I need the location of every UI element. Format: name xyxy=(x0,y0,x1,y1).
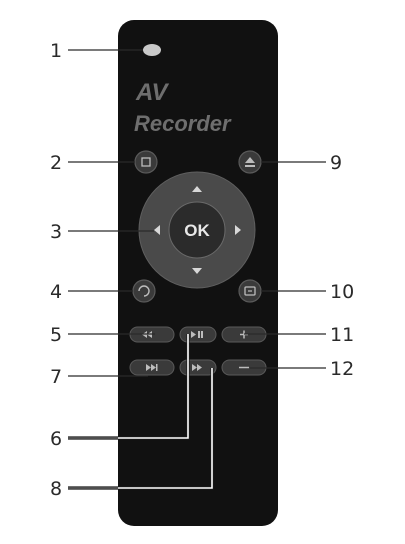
menu-button[interactable] xyxy=(238,279,262,303)
eject-button[interactable] xyxy=(238,150,262,174)
callout-12: 12 xyxy=(330,358,354,380)
brand-line-1: AV xyxy=(135,79,170,106)
callout-9: 9 xyxy=(330,152,342,174)
callout-6: 6 xyxy=(50,428,62,450)
brand-line-2: Recorder xyxy=(134,111,232,136)
ok-label: OK xyxy=(184,221,210,240)
play-pause-icon xyxy=(191,331,203,338)
callout-5: 5 xyxy=(50,324,62,346)
led-indicator xyxy=(143,44,161,56)
leader-lines xyxy=(68,49,326,490)
previous-icon xyxy=(146,364,158,371)
record-square-icon xyxy=(141,157,151,167)
callout-1: 1 xyxy=(50,40,62,62)
arrow-down-icon[interactable] xyxy=(192,268,202,274)
return-button[interactable] xyxy=(132,279,156,303)
ok-button[interactable]: OK xyxy=(168,201,226,259)
callout-8: 8 xyxy=(50,478,62,500)
arrow-left-icon[interactable] xyxy=(154,225,160,235)
volume-minus-button[interactable] xyxy=(221,359,267,376)
play-pause-button[interactable] xyxy=(179,326,217,343)
return-icon xyxy=(138,285,150,297)
callout-3: 3 xyxy=(50,221,62,243)
callout-2: 2 xyxy=(50,152,62,174)
eject-icon xyxy=(245,157,255,167)
previous-button[interactable] xyxy=(129,359,175,376)
fast-forward-icon xyxy=(192,364,202,371)
arrow-up-icon[interactable] xyxy=(192,186,202,192)
menu-icon xyxy=(244,286,256,296)
callout-10: 10 xyxy=(330,281,354,303)
callout-7: 7 xyxy=(50,366,62,388)
callout-11: 11 xyxy=(330,324,354,346)
callout-4: 4 xyxy=(50,281,62,303)
arrow-right-icon[interactable] xyxy=(235,225,241,235)
record-button[interactable] xyxy=(134,150,158,174)
